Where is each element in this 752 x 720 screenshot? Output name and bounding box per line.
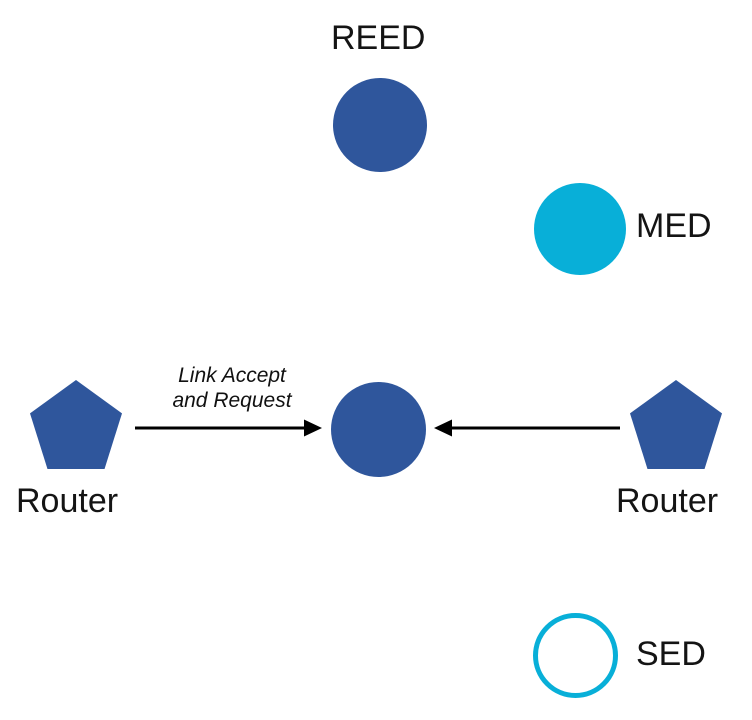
reed-node-circle[interactable] bbox=[333, 78, 427, 172]
center-leader-node-circle[interactable] bbox=[331, 382, 426, 477]
sed-node-circle[interactable] bbox=[533, 613, 618, 698]
pentagon-icon bbox=[30, 380, 122, 469]
edge-label-line-2: and Request bbox=[172, 389, 292, 412]
edge-label-line-1: Link Accept bbox=[178, 364, 286, 387]
router-left-pentagon[interactable] bbox=[30, 380, 122, 469]
med-node-circle[interactable] bbox=[534, 183, 626, 275]
pentagon-icon bbox=[630, 380, 722, 469]
reed-node-label: REED bbox=[331, 19, 426, 57]
arrow-right-router-to-center bbox=[434, 419, 620, 437]
sed-node-label: SED bbox=[636, 635, 706, 673]
router-right-label: Router bbox=[616, 482, 719, 520]
router-right-pentagon[interactable] bbox=[630, 380, 722, 469]
arrow-left-router-to-center bbox=[135, 419, 322, 437]
edge-label-link-accept-request: Link Accept and Request bbox=[152, 363, 312, 413]
router-left-label: Router bbox=[16, 482, 119, 520]
med-node-label: MED bbox=[636, 207, 712, 245]
